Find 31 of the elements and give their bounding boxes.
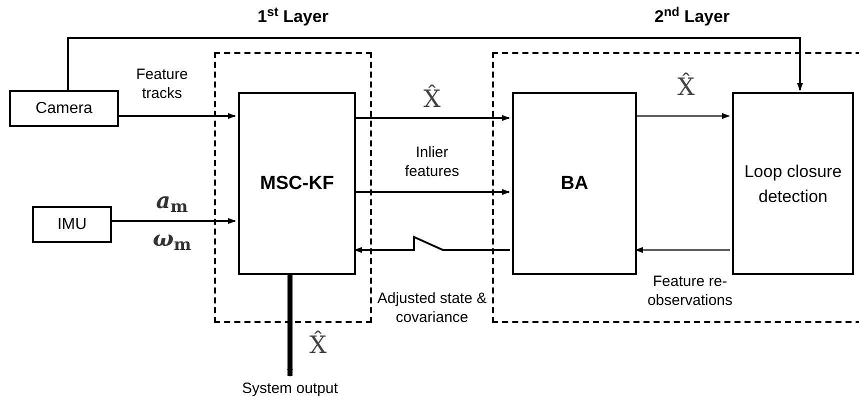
- box-label: Loop closure detection: [743, 160, 843, 208]
- process-box: [32, 206, 112, 243]
- box-label: IMU: [56, 215, 88, 235]
- arrow: [354, 189, 510, 195]
- process-box: [238, 92, 356, 275]
- arrow: [287, 273, 293, 377]
- signal-label: ω$_{m}$: [152, 225, 192, 256]
- edge-label: Adjusted state & covariance: [377, 289, 487, 327]
- edge-label: X̂: [308, 330, 328, 361]
- box-label: BA: [560, 172, 590, 196]
- arrow: [635, 113, 730, 119]
- output-label: System output: [241, 379, 339, 399]
- edge-label: X̂: [422, 84, 442, 115]
- edge-label: Feature re-observations: [646, 272, 734, 310]
- process-box: [732, 92, 854, 275]
- box-label: MSC-KF: [259, 172, 335, 196]
- arrow: [67, 37, 803, 91]
- edge-label: a$_{m}$: [155, 187, 189, 218]
- arrow: [635, 247, 730, 253]
- edge-label: X̂: [676, 72, 696, 103]
- edge-label: Feature tracks: [135, 65, 189, 103]
- process-box: [9, 90, 119, 127]
- layer-heading: 1$^{st}$ Layer: [256, 4, 330, 28]
- arrow: [354, 115, 510, 121]
- edge-label: Inlier features: [404, 143, 460, 181]
- layer-heading: 2$^{nd}$ Layer: [653, 4, 731, 28]
- process-box: [512, 92, 637, 275]
- arrow: [354, 235, 510, 253]
- arrow: [112, 218, 236, 224]
- arrow: [119, 113, 236, 119]
- box-label: Camera: [34, 99, 94, 119]
